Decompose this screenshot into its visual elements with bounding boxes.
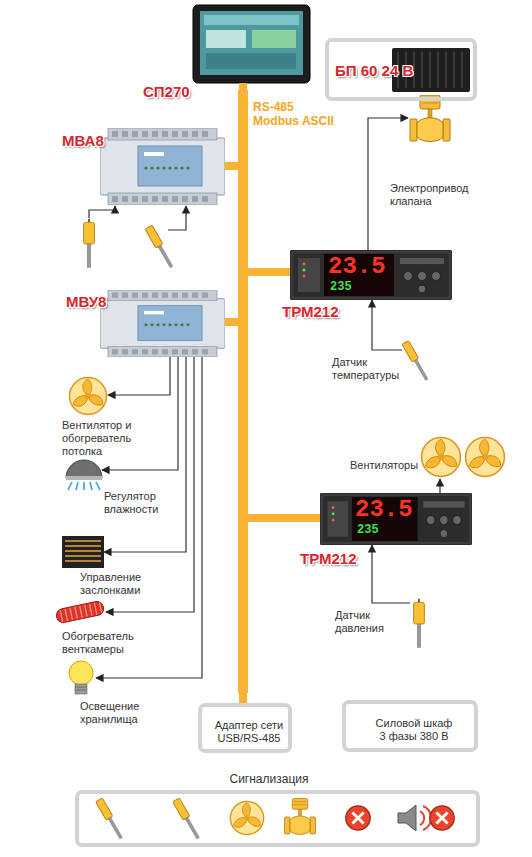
device-label: МВУ8: [66, 293, 126, 311]
siren-symbol: [420, 811, 424, 825]
panel-device: [193, 5, 310, 83]
bus-tap: [225, 162, 238, 170]
bus-tap: [248, 514, 320, 522]
lamp-symbol: [75, 687, 87, 690]
panel-device: [206, 30, 246, 48]
panel-device: [193, 5, 310, 83]
signal-wire: [372, 300, 402, 350]
bus-tap: [225, 318, 238, 326]
controller-device: [320, 493, 472, 545]
module-node: МВУ8: [100, 290, 225, 357]
fan-symbol: [70, 378, 107, 415]
humidifier-symbol: [66, 476, 102, 480]
valve-node: Электропривод клапана: [408, 95, 452, 143]
siren-symbol: [398, 805, 431, 831]
actuator-node: Вентиляторы: [420, 435, 506, 479]
damper-symbol: [65, 541, 101, 561]
signal-wire: [439, 479, 440, 493]
damper-symbol: [62, 536, 104, 568]
alarm-fan-symbol: [230, 801, 263, 834]
display-value: 235: [357, 524, 379, 537]
alarm-sensor-symbol: [173, 798, 202, 840]
sensor-node: Датчик давления: [410, 596, 428, 652]
bus-tap: [239, 83, 247, 90]
bus-tap: [239, 693, 247, 703]
node-label: Управление заслонками: [80, 571, 154, 597]
actuator-node: Регулятор влажности: [66, 454, 102, 490]
adapter-box: Адаптер сети USB/RS-485: [198, 703, 292, 753]
sensor-symbol: [414, 599, 425, 648]
panel-device: [200, 11, 303, 75]
node-label: Адаптер сети USB/RS-485: [207, 719, 291, 745]
sensor-symbol: [145, 225, 175, 269]
output-module: [100, 290, 225, 357]
node-label: Силовой шкаф 3 фазы 380 В: [374, 717, 454, 743]
device-label: МВА8: [62, 132, 122, 150]
input-module: [100, 128, 225, 205]
display-value: 23.5: [328, 254, 386, 280]
alarm-sensor-symbol: [96, 798, 125, 840]
node-label: Датчик температуры: [332, 356, 402, 382]
sensor-symbol: [402, 341, 430, 382]
node-label: Датчик давления: [335, 609, 399, 635]
device-label: ТРМ212: [282, 303, 362, 321]
panel-node: СП270: [193, 5, 310, 83]
alarm-lamp-symbol: [430, 806, 454, 830]
panel-device: [206, 53, 296, 69]
actuator-node: Обогреватель венткамеры: [54, 598, 106, 626]
heater-symbol: [55, 600, 105, 624]
display-value: 235: [330, 281, 352, 294]
node-label: Освещение хранилища: [80, 700, 148, 726]
device-label: БП 60 24 В: [335, 62, 435, 80]
valve-symbol: [410, 95, 450, 142]
actuator-node: Освещение хранилища: [66, 660, 96, 696]
display-value: 23.5: [355, 497, 413, 523]
panel-device: [252, 30, 296, 48]
power-supply-box: БП 60 24 В: [325, 38, 477, 101]
bus-tap: [248, 268, 290, 276]
module-node: МВА8: [100, 128, 225, 205]
alarm-box: Сигнализация: [75, 790, 480, 847]
humidifier-symbol: [68, 482, 100, 490]
controller-device: [290, 250, 452, 300]
fan-symbol: [422, 438, 461, 477]
node-label: Электропривод клапана: [390, 182, 476, 208]
signal-wire: [108, 357, 170, 395]
damper-symbol: [62, 536, 104, 568]
alarm-lamp-symbol: [346, 806, 370, 830]
lamp-symbol: [75, 684, 87, 694]
node-label: Вентиляторы: [350, 459, 420, 472]
signal-wire: [372, 545, 410, 603]
alarm-valve-symbol: [285, 798, 316, 834]
actuator-node: Вентилятор и обогреватель потолка: [68, 376, 108, 416]
sensor-wire: [89, 206, 115, 218]
lamp-symbol: [69, 661, 93, 685]
siren-symbol: [398, 805, 416, 831]
bus-band: RS-485 Modbus ASCII: [238, 90, 248, 693]
heater-symbol: [55, 600, 105, 624]
actuator-node: Управление заслонками: [62, 536, 104, 568]
fan-symbol: [466, 438, 505, 477]
heater-symbol: [60, 602, 102, 622]
node-label: Регулятор влажности: [104, 490, 166, 516]
power-cabinet-box: Силовой шкаф 3 фазы 380 В: [342, 700, 478, 752]
device-label: ТРМ212: [300, 550, 380, 568]
signal-wire: [96, 357, 202, 678]
sensor-symbol: [84, 219, 95, 268]
signal-wire: [104, 357, 186, 552]
lamp-symbol: [69, 661, 93, 694]
node-label: Вентилятор и обогреватель потолка: [62, 419, 138, 458]
sensor-node: Датчик температуры: [402, 335, 430, 387]
humidifier-symbol: [66, 460, 102, 490]
panel-device: [204, 15, 299, 25]
humidifier-symbol: [66, 460, 102, 478]
node-label: Сигнализация: [59, 772, 479, 786]
signal-wire: [102, 357, 178, 470]
bus-label: RS-485 Modbus ASCII: [253, 100, 339, 128]
node-label: Обогреватель венткамеры: [62, 630, 142, 656]
device-label: СП270: [143, 83, 213, 101]
sensor-wire: [168, 206, 186, 230]
